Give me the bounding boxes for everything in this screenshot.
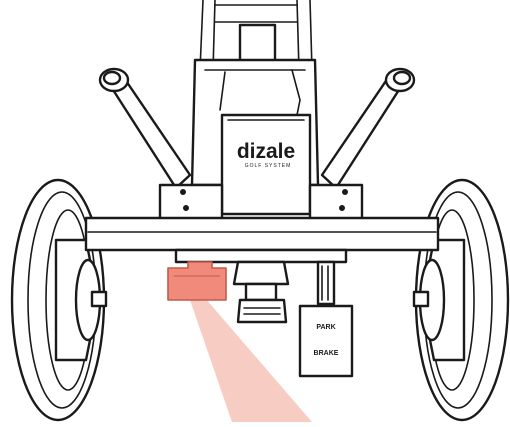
left-mount-plate (158, 183, 224, 222)
center-body: dizale GOLF SYSTEM (220, 113, 312, 216)
brake-link (316, 260, 336, 306)
right-mount-plate (308, 183, 364, 222)
brake-mechanism (232, 260, 290, 324)
tag-label-line1: PARK (316, 324, 335, 331)
brand-logo: dizale (237, 140, 295, 163)
highlight-beam (190, 298, 312, 422)
axle (84, 216, 440, 264)
tag-label-line2: BRAKE (314, 350, 339, 357)
left-wheel (10, 178, 108, 422)
left-arm (98, 67, 192, 190)
right-arm (320, 67, 416, 190)
brake-release-pedal-icon (167, 261, 227, 301)
right-wheel (412, 178, 510, 422)
park-brake-tag: PARK BRAKE (298, 304, 354, 378)
brand-logo-subtext: GOLF SYSTEM (245, 163, 292, 169)
